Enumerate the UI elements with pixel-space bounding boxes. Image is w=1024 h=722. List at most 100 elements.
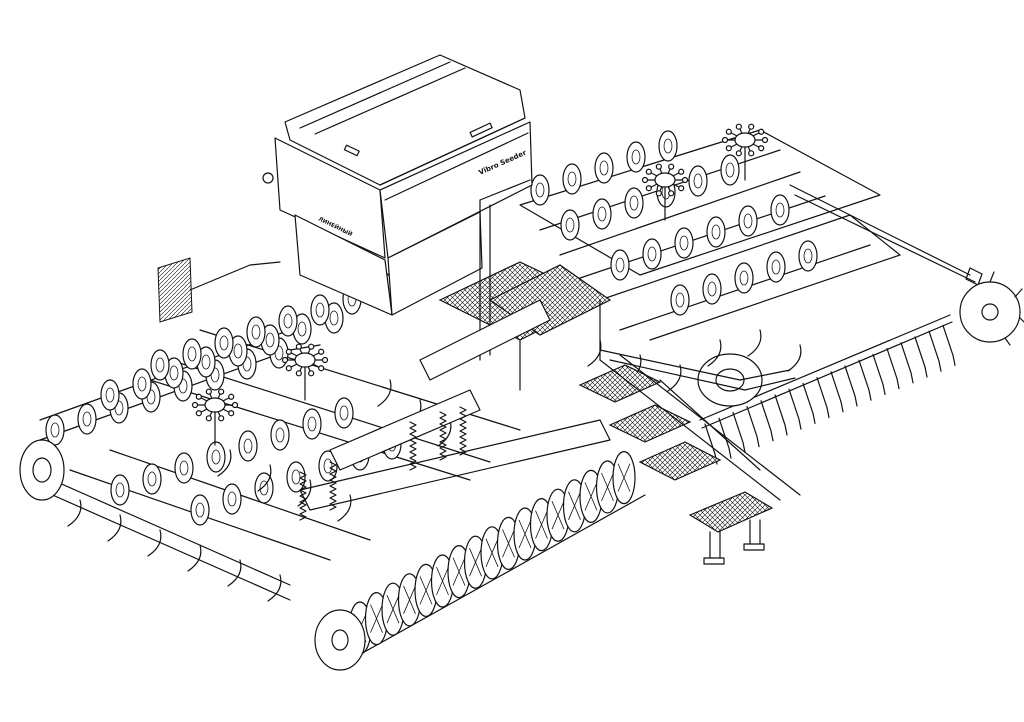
spiral-rotor [77, 403, 97, 435]
harrow-tine [914, 336, 928, 378]
cultivator-tine [67, 499, 82, 527]
cultivator-tine [707, 339, 722, 367]
spiral-rotor [658, 130, 678, 162]
spiral-rotor [334, 397, 354, 429]
harrow-tine [872, 353, 886, 395]
coil-spring [299, 471, 307, 521]
spiral-rotor [182, 338, 202, 370]
spiral-rotor [594, 152, 614, 184]
cultivator-tine [667, 364, 682, 392]
harrow-tine [718, 417, 732, 459]
spiral-rotor [562, 163, 582, 195]
cultivator-tine [257, 464, 272, 492]
coil-spring [439, 411, 447, 461]
spiral-rotor [302, 408, 322, 440]
spiral-rotor [702, 273, 722, 305]
harrow-tine [816, 377, 830, 419]
spiral-rotor [674, 227, 694, 259]
cultivator-tine [337, 494, 352, 522]
rear-packer-wheel [697, 353, 763, 407]
spiral-rotor [206, 441, 226, 473]
spiral-rotor [688, 165, 708, 197]
spiral-rotor [734, 262, 754, 294]
harrow-tine [844, 365, 858, 407]
spiral-rotor [310, 294, 330, 326]
spiral-rotor [222, 483, 242, 515]
harrow-tine [830, 371, 844, 413]
spiral-rotor [278, 305, 298, 337]
spiral-rotor [798, 240, 818, 272]
harrow-tine [760, 400, 774, 442]
front-disc-wheel [314, 609, 366, 671]
coil-spring [409, 421, 417, 471]
spiral-rotor [174, 452, 194, 484]
star-wheel [281, 343, 329, 401]
spiral-rotor [150, 349, 170, 381]
spiral-rotor [560, 209, 580, 241]
spiral-rotor [706, 216, 726, 248]
left-ground-wheel [19, 439, 65, 501]
right-gauge-wheel [959, 271, 1024, 346]
spiral-rotor [238, 430, 258, 462]
spiral-rotor [738, 205, 758, 237]
cultivator-tine [267, 574, 282, 602]
spiral-rotor [766, 251, 786, 283]
harrow-tine [802, 382, 816, 424]
coil-spring [329, 461, 337, 511]
spiral-rotor [246, 316, 266, 348]
spiral-rotor [610, 249, 630, 281]
spiral-rotor [626, 141, 646, 173]
cultivator-tine [107, 514, 122, 542]
harrow-tine [900, 342, 914, 384]
cultivator-tine [587, 339, 602, 367]
harrow-tine [928, 330, 942, 372]
star-wheel [721, 123, 769, 181]
harrow-tine [788, 388, 802, 430]
spiral-rotor [530, 174, 550, 206]
spiral-rotor [770, 194, 790, 226]
spiral-rotor [270, 419, 290, 451]
spiral-rotor [592, 198, 612, 230]
spiral-rotor [45, 414, 65, 446]
spiral-rotor [720, 154, 740, 186]
spiral-rotor [190, 494, 210, 526]
seed-hopper [274, 54, 533, 316]
spiral-rotor [624, 187, 644, 219]
cultivator-tine [437, 419, 452, 447]
roller-rings [348, 451, 636, 655]
access-stairs [578, 354, 801, 565]
cultivator-tine [147, 529, 162, 557]
coil-spring [459, 406, 467, 456]
cultivator-tine [377, 379, 392, 407]
cultivator-tine [187, 544, 202, 572]
harrow-tine [732, 411, 746, 453]
star-wheel [641, 163, 689, 221]
spiral-rotor [142, 463, 162, 495]
spiral-rotor [318, 450, 338, 482]
spiral-rotor [642, 238, 662, 270]
side-mount-plate [157, 257, 281, 323]
spiral-rotor [132, 368, 152, 400]
star-wheels [191, 123, 769, 446]
cultivator-tine [227, 559, 242, 587]
harrow-tine [774, 394, 788, 436]
harrow-tine [886, 348, 900, 390]
front-linkage [299, 299, 796, 511]
star-wheel [191, 388, 239, 446]
cultivator-tine [217, 449, 232, 477]
rear-hitch-bar [789, 184, 983, 286]
spiral-rotor [670, 284, 690, 316]
cultivator-tine [787, 344, 802, 372]
spiral-rotor [100, 379, 120, 411]
hopper-knob [262, 172, 274, 184]
coil-springs [299, 406, 467, 521]
cultivator-tine [297, 479, 312, 507]
harrow-tine [858, 359, 872, 401]
harrow-tine [746, 406, 760, 448]
spiral-rotor [214, 327, 234, 359]
spiral-rotor [110, 474, 130, 506]
harrow-tine [942, 324, 956, 366]
cultivator-tine [747, 329, 762, 357]
